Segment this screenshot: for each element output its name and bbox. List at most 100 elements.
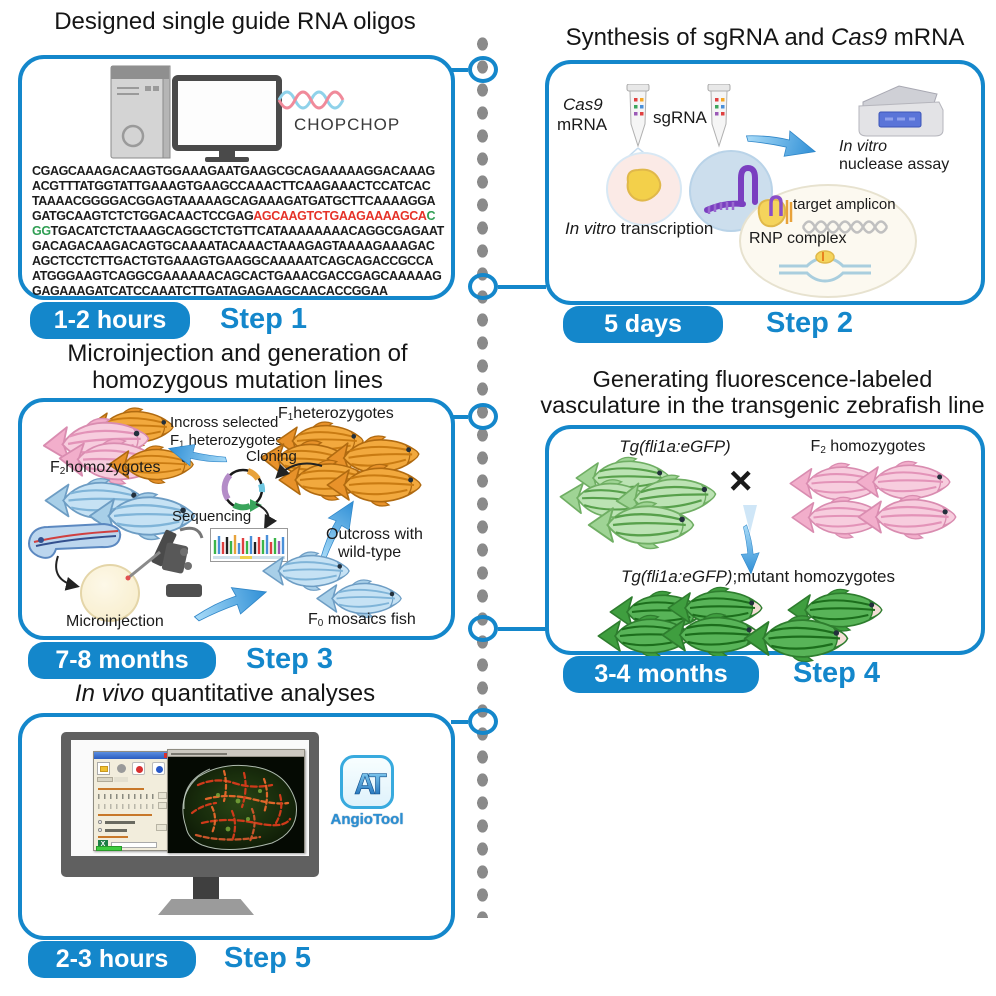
connector-line [451,720,468,724]
in-vitro-transcription-label: In vitro transcription [565,219,714,238]
chopchop-label: CHOPCHOP [294,115,401,134]
sequencing-label: Sequencing [172,508,252,525]
slider-value-box [158,792,167,799]
incross-label-line2: F1 heterozygotes [170,432,283,449]
sequence-line: ACGTTTATGGTATTGAAAGTGAAGCCAAACTTCAAGAAAC… [32,179,431,193]
timeline-node-step4 [468,615,498,642]
save-path-input[interactable] [111,842,157,848]
step4-label: Step 4 [793,657,881,689]
step4-duration-badge: 3-4 months [563,656,759,693]
monitor-screen: X [71,740,309,856]
outcross-label-line1: Outcross with [326,526,423,543]
angiotool-app-icon[interactable]: AT [340,755,394,809]
connector-line [451,68,468,72]
sequence-line: GGTGACATCTCTAAAGCAGGCTCTGTTCATAAAAAAAACA… [32,224,444,238]
step1-label: Step 1 [220,303,308,335]
sequence-line: ATGGGAAGTCAGGCGAAAAAACAGCACTGAAACGACCGAG… [32,269,442,283]
radio-label-bar [105,829,127,832]
cleaved-dna-icon [779,250,871,283]
status-progress-bar [96,846,122,851]
small-button[interactable] [156,824,167,831]
image-window-title-bar-text [171,752,227,755]
timeline-node-step3 [468,403,498,430]
vessel-analysis-image [168,757,304,853]
help-button [152,762,165,775]
svg-text:AT: AT [354,768,386,801]
help-icon [155,765,163,773]
zebrafish-larva-icon [28,522,122,559]
rnp-complex-label: RNP complex [749,230,847,247]
cas9-mrna-label: Cas9 [563,95,603,114]
section-heading-bar [98,788,144,790]
step3-title-line2: homozygous mutation lines [92,367,383,394]
step1-duration-badge: 1-2 hours [30,302,190,339]
radio-button[interactable] [98,820,102,824]
nuclease-assay-label2: nuclease assay [839,156,950,173]
close-icon [164,753,169,758]
vessel-diameter-slider[interactable] [98,794,156,799]
step5-duration-badge: 2-3 hours [28,941,196,978]
tab-settings[interactable] [114,777,128,782]
timeline-dotted-line [477,36,488,918]
sgrna-label: sgRNA [653,108,707,127]
step5-label: Step 5 [224,942,312,974]
f1-heterozygotes-label: F1heterozygotes [278,405,394,424]
chromatogram-icon [210,528,288,562]
sequencing-arrow-icon [255,503,278,530]
step2-title: Synthesis of sgRNA and Cas9 mRNA [565,24,965,51]
vessel-image-window [167,749,305,853]
step1-panel: CHOPCHOP CGAGCAAAGACAAGTGGAAAGAATGAAGCGC… [18,55,455,300]
gray-circle-icon [117,764,126,773]
timeline-node-step1 [468,56,498,83]
section-heading-bar [98,836,128,838]
radio-button[interactable] [98,828,102,832]
zebrafish-icon [585,497,697,553]
tg-fli1a-label: Tg(fli1a:eGFP) [619,437,731,456]
tube-icon [704,84,734,150]
incross-label-line1: Incross selected [170,414,279,431]
tg-mutant-label: Tg(fli1a:eGFP);mutant homozygotes [620,567,895,586]
step3-title: Microinjection and generation of homozyg… [20,340,455,394]
radio-label-bar [105,821,135,824]
sequence-line: GACAGACAAGACAGTGCAAAATACAAACTAAAGAGTAAAA… [32,239,435,253]
connector-line [498,627,546,631]
step5-title: In vivo quantitative analyses [74,680,376,707]
timeline-node-step2 [468,273,498,300]
step2-duration-badge: 5 days [563,306,723,343]
section-heading-bar [98,814,152,816]
angiotool-window: X [93,751,171,851]
cas9-protein-circle [606,152,682,226]
excel-icon: X [98,840,108,850]
monitor-icon: X [61,732,319,877]
angiotool-titlebar [94,752,170,759]
plasmid-icon [221,468,266,512]
run-button-disabled [115,762,128,775]
slider-value-box [158,802,167,809]
sequence-line: GAGAAAGATCATCCAAATCTTGATAGAGAAGCAACACCGG… [32,284,388,298]
step3-label: Step 3 [246,643,334,675]
sequence-line: AGCTCCTCTTGACTGTGAAAGTGAAGGCAAAAATCAGCAG… [32,254,434,268]
connector-line [451,415,468,419]
larva-arrow-icon [55,555,80,591]
cross-symbol: × [729,459,753,503]
rnp-complex-icon [757,195,793,228]
pcr-machine-icon [858,85,944,137]
angiotool-label: AngioTool [330,811,404,828]
f2-homozygotes-label: F2homozygotes [50,459,161,478]
tube-icon [623,84,653,150]
step2-label: Step 2 [766,307,854,339]
outcross-label-line2: wild-type [338,544,402,561]
embryo-icon [80,564,140,622]
step3-duration-badge: 7-8 months [28,642,216,679]
sequence-line: TAAAACGGGGACGGAGTAAAAAGCAGAAAGATGATGCTTC… [32,194,436,208]
connector-line [498,285,546,289]
nuclease-assay-label1: In vitro [839,138,888,155]
step4-title-line2: vasculature in the transgenic zebrafish … [540,392,985,418]
intensity-slider[interactable] [98,804,156,809]
step2-panel: Cas9 mRNA sgRNA In vitro transcription [545,60,985,305]
tab-analysis[interactable] [97,777,113,782]
step4-panel: Tg(fli1a:eGFP) F2 homozygotes × Tg(fli1a… [545,425,985,655]
step4-title-line1: Generating fluorescence-labeled [592,366,933,392]
open-image-button [97,762,110,775]
